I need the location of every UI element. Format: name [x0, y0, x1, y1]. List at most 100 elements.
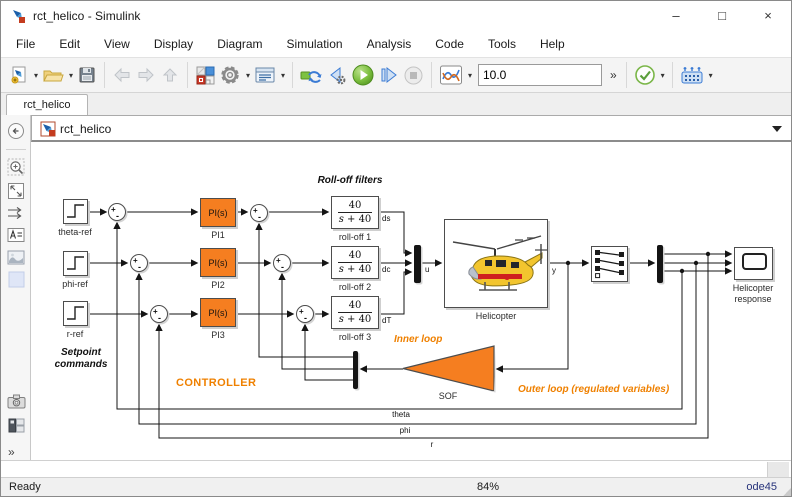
menu-analysis[interactable]: Analysis: [366, 37, 412, 51]
rolloff-block-3[interactable]: 40 s + 40: [331, 296, 379, 329]
minimize-button[interactable]: –: [672, 8, 680, 23]
step-forward-button[interactable]: [377, 61, 401, 89]
new-model-button[interactable]: [7, 61, 31, 89]
rolloff-block-1[interactable]: 40 s + 40: [331, 196, 379, 229]
menu-diagram[interactable]: Diagram: [217, 37, 263, 51]
menu-edit[interactable]: Edit: [59, 37, 81, 51]
model-settings-caret[interactable]: ▾: [280, 70, 285, 80]
signal-label-y: y: [552, 266, 556, 275]
maximize-button[interactable]: □: [718, 8, 726, 23]
image-button[interactable]: [6, 247, 26, 267]
rolloff-block-2[interactable]: 40 s + 40: [331, 246, 379, 279]
simulation-pacing-button[interactable]: [678, 61, 706, 89]
menu-tools[interactable]: Tools: [487, 37, 516, 51]
model-canvas[interactable]: theta-ref phi-ref r-ref + - + - + -: [32, 144, 792, 460]
step-block-theta-ref[interactable]: [63, 199, 88, 224]
step-block-r-ref[interactable]: [63, 301, 88, 326]
run-button[interactable]: [349, 61, 377, 89]
up-to-parent-button[interactable]: [158, 61, 182, 89]
back-button[interactable]: [110, 61, 134, 89]
annotation-button[interactable]: [6, 225, 26, 245]
horizontal-scrollbar[interactable]: [1, 460, 791, 478]
step-back-button[interactable]: [325, 61, 349, 89]
save-icon: [79, 67, 95, 83]
library-browser-button[interactable]: [193, 61, 217, 89]
forward-button[interactable]: [134, 61, 158, 89]
sum-junction-3[interactable]: + -: [150, 305, 168, 323]
tf-den-s: s: [338, 264, 344, 275]
configure-button[interactable]: [217, 61, 243, 89]
model-settings-button[interactable]: [252, 61, 278, 89]
sum-plus-sign: +: [133, 256, 138, 265]
save-button[interactable]: [75, 61, 99, 89]
fit-to-view-button[interactable]: [6, 181, 26, 201]
helicopter-block[interactable]: [444, 219, 548, 308]
breadcrumb-dropdown-caret[interactable]: [772, 126, 782, 132]
menu-file[interactable]: File: [16, 37, 36, 51]
tab-rct-helico[interactable]: rct_helico: [6, 94, 88, 115]
sum-minus-sign: -: [304, 313, 307, 323]
menu-simulation[interactable]: Simulation: [286, 37, 343, 51]
selector-block[interactable]: [591, 246, 628, 282]
status-solver[interactable]: ode45: [746, 481, 777, 493]
step-forward-icon: [381, 66, 397, 84]
block-label-rolloff3: roll-off 3: [338, 332, 372, 342]
menu-code[interactable]: Code: [435, 37, 464, 51]
simulation-display-caret[interactable]: ▾: [467, 70, 472, 80]
toolbar-overflow[interactable]: »: [610, 68, 617, 82]
signal-label-u: u: [425, 265, 430, 274]
model-browser-button[interactable]: [6, 415, 26, 435]
zoom-tool-button[interactable]: [6, 157, 26, 177]
tf-den-s: s: [338, 214, 344, 225]
pi-block-2[interactable]: PI(s): [200, 248, 236, 277]
menu-view[interactable]: View: [104, 37, 130, 51]
stop-button[interactable]: [401, 61, 426, 89]
signal-wires[interactable]: [32, 144, 792, 460]
menu-display[interactable]: Display: [153, 37, 194, 51]
sum-plus-sign: +: [276, 256, 281, 265]
annotation-rolloff-title: Roll-off filters: [317, 175, 383, 186]
screenshot-button[interactable]: [6, 391, 26, 411]
pi-block-3[interactable]: PI(s): [200, 298, 236, 327]
signal-lines-button[interactable]: [6, 203, 26, 223]
simulation-display-button[interactable]: [437, 61, 465, 89]
stop-time-input[interactable]: [478, 64, 602, 86]
palette-overflow[interactable]: »: [8, 445, 15, 459]
menu-help[interactable]: Help: [539, 37, 565, 51]
scope-screen-icon: [742, 253, 767, 270]
mux-block[interactable]: [414, 245, 421, 283]
breadcrumb-model-name[interactable]: rct_helico: [60, 122, 112, 136]
new-model-caret[interactable]: ▾: [33, 70, 38, 80]
breadcrumb-bar: rct_helico: [31, 115, 791, 142]
validate-caret[interactable]: ▾: [660, 70, 665, 80]
sum-junction-1[interactable]: + -: [108, 203, 126, 221]
sof-demux-block[interactable]: [353, 351, 358, 389]
image-icon: [7, 250, 25, 264]
window-title: rct_helico - Simulink: [33, 9, 141, 23]
sof-gain-block[interactable]: [401, 344, 497, 394]
area-button[interactable]: [6, 269, 26, 289]
configure-caret[interactable]: ▾: [245, 70, 250, 80]
sum-junction-1b[interactable]: + -: [250, 204, 268, 222]
tf-den-s: s: [338, 314, 344, 325]
sum-junction-2b[interactable]: + -: [273, 254, 291, 272]
close-button[interactable]: ×: [764, 8, 772, 23]
helicopter-image: [452, 235, 547, 291]
pi-block-1[interactable]: PI(s): [200, 198, 236, 227]
update-diagram-button[interactable]: [298, 61, 325, 89]
signal-label-dT: dT: [382, 316, 392, 325]
scope-block[interactable]: [734, 247, 773, 280]
validate-button[interactable]: [632, 61, 658, 89]
sum-junction-3b[interactable]: + -: [296, 305, 314, 323]
hide-browser-button[interactable]: [6, 121, 26, 141]
demux-block[interactable]: [657, 245, 663, 283]
sum-junction-2[interactable]: + -: [130, 254, 148, 272]
title-bar[interactable]: rct_helico - Simulink – □ ×: [1, 1, 791, 31]
open-button[interactable]: [40, 61, 66, 89]
open-caret[interactable]: ▾: [68, 70, 73, 80]
step-block-phi-ref[interactable]: [63, 251, 88, 276]
resize-grip[interactable]: [783, 488, 791, 496]
annotation-controller: CONTROLLER: [176, 377, 257, 389]
simulation-display-icon: [440, 65, 462, 85]
simulation-pacing-caret[interactable]: ▾: [708, 70, 713, 80]
